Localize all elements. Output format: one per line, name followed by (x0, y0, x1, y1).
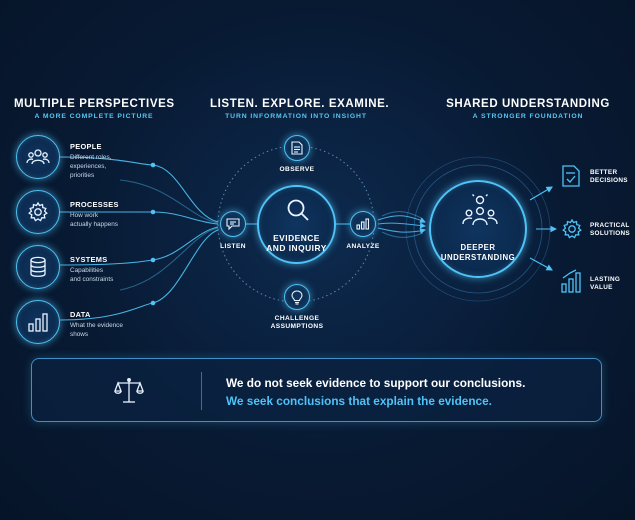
arrow-value (529, 257, 553, 271)
desc-line: shows (70, 331, 89, 338)
challenge-label: CHALLENGE ASSUMPTIONS (262, 315, 332, 331)
perspective-title: SYSTEMS (70, 255, 108, 264)
challenge-line: ASSUMPTIONS (270, 323, 324, 330)
statement-line-2: We seek conclusions that explain the evi… (226, 394, 492, 408)
connector-extra-1 (119, 179, 219, 224)
node-dot-4 (150, 300, 156, 306)
bar-chart-icon (28, 313, 48, 332)
listen-label: LISTEN (220, 243, 246, 250)
lightbulb-icon (291, 289, 303, 305)
result-decisions: BETTER DECISIONS (590, 169, 628, 185)
evidence-center-circle (257, 185, 336, 264)
magnifier-icon (287, 199, 309, 221)
analyze-icon-circle (350, 211, 376, 237)
people-icon-circle (16, 135, 60, 179)
left-column-subtitle: A MORE COMPLETE PICTURE (34, 113, 154, 120)
perspective-desc: How work actually happens (70, 211, 150, 229)
stream-3 (377, 227, 426, 234)
observe-label: OBSERVE (279, 166, 315, 173)
node-dot-1 (150, 162, 156, 168)
stream-4 (381, 211, 424, 220)
middle-column-title: LISTEN. EXPLORE. EXAMINE. (210, 98, 390, 110)
perspective-desc: What the evidence shows (70, 321, 150, 339)
scales-icon (114, 378, 144, 403)
perspective-people: PEOPLE Different roles, experiences, pri… (70, 142, 150, 180)
stream-5 (381, 231, 424, 238)
desc-line: Different roles, (70, 154, 112, 161)
database-icon-circle (16, 245, 60, 289)
result-line: BETTER (590, 169, 618, 176)
result-line: SOLUTIONS (590, 230, 630, 237)
desc-line: Capabilities (70, 267, 104, 274)
left-column-title: MULTIPLE PERSPECTIVES (14, 98, 175, 110)
desc-line: experiences, (70, 163, 107, 170)
stream-2 (377, 222, 426, 229)
desc-line: actually happens (70, 221, 118, 228)
challenge-line: CHALLENGE (274, 315, 320, 322)
node-dot-3 (150, 257, 156, 263)
perspective-processes: PROCESSES How work actually happens (70, 200, 150, 229)
perspective-data: DATA What the evidence shows (70, 310, 150, 339)
statement-divider (201, 372, 202, 410)
people-icon (26, 149, 50, 165)
statement-box: We do not seek evidence to support our c… (31, 358, 602, 422)
desc-line: priorities (70, 172, 95, 179)
center-line: AND INQUIRY (266, 243, 327, 253)
result-line: DECISIONS (590, 177, 628, 184)
perspective-title: PROCESSES (70, 200, 119, 209)
outcome-label: DEEPER UNDERSTANDING (429, 243, 527, 263)
desc-line: What the evidence (70, 322, 123, 329)
node-dot-2 (150, 209, 156, 215)
observe-icon-circle (284, 135, 310, 161)
result-line: VALUE (590, 284, 613, 291)
arrow-decisions (529, 186, 553, 201)
perspective-systems: SYSTEMS Capabilities and constraints (70, 255, 150, 284)
connector-extra-2 (119, 227, 219, 291)
outcome-center-circle (429, 180, 527, 278)
analyze-label: ANALYZE (346, 243, 380, 250)
team-idea-icon (462, 194, 498, 226)
analyze-chart-icon (356, 218, 370, 230)
document-icon (291, 141, 303, 155)
perspective-desc: Capabilities and constraints (70, 266, 150, 284)
document-check-icon (562, 165, 580, 187)
right-column-subtitle: A STRONGER FOUNDATION (472, 113, 584, 120)
perspective-desc: Different roles, experiences, priorities (70, 153, 150, 180)
challenge-icon-circle (284, 284, 310, 310)
middle-column-subtitle: TURN INFORMATION INTO INSIGHT (225, 113, 367, 120)
desc-line: How work (70, 212, 99, 219)
result-solutions: PRACTICAL SOLUTIONS (590, 222, 630, 238)
perspective-title: PEOPLE (70, 142, 102, 151)
bar-chart-icon-circle (16, 300, 60, 344)
solutions-gear-icon (562, 218, 582, 239)
result-value: LASTING VALUE (590, 276, 620, 292)
perspective-title: DATA (70, 310, 91, 319)
center-line: EVIDENCE (273, 233, 320, 243)
result-line: LASTING (590, 276, 621, 283)
evidence-label: EVIDENCE AND INQUIRY (257, 233, 336, 253)
right-column-title: SHARED UNDERSTANDING (446, 98, 610, 110)
stream-1 (377, 215, 426, 223)
outcome-line: UNDERSTANDING (440, 253, 516, 262)
database-icon (30, 256, 46, 277)
desc-line: and constraints (70, 276, 114, 283)
statement-line-1: We do not seek evidence to support our c… (226, 376, 526, 390)
result-line: PRACTICAL (590, 222, 630, 229)
outcome-line: DEEPER (460, 243, 496, 252)
chat-icon (226, 218, 240, 230)
gear-icon (28, 201, 48, 222)
gear-icon-circle (16, 190, 60, 234)
listen-icon-circle (220, 211, 246, 237)
growth-chart-icon (561, 269, 581, 293)
